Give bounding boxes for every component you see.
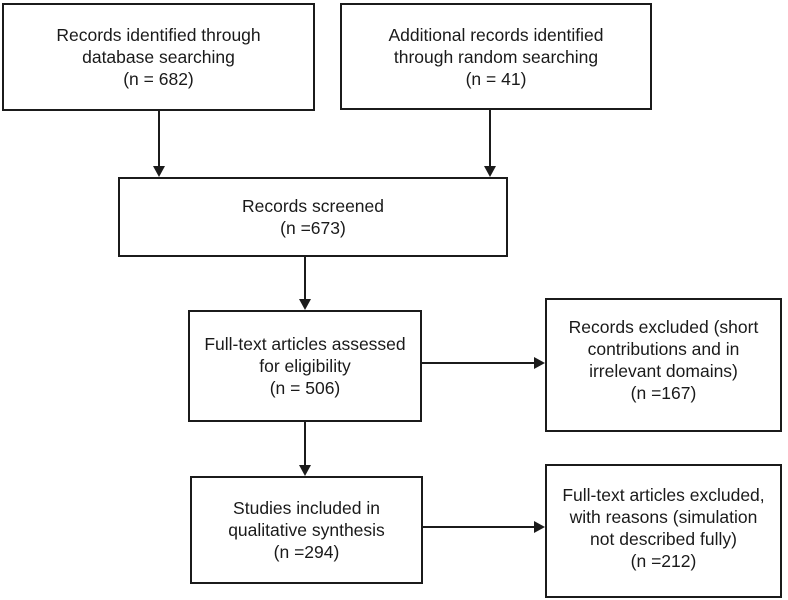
arrow-random-to-screened <box>484 110 496 177</box>
arrow-db-to-screened <box>153 111 165 177</box>
box-fulltext-assessed: Full-text articles assessed for eligibil… <box>188 310 422 422</box>
box-records-screened: Records screened (n =673) <box>118 177 508 257</box>
arrow-screened-to-fulltext <box>299 257 311 310</box>
arrow-fulltext-to-included <box>299 422 311 476</box>
box-records-identified-database: Records identified through database sear… <box>2 3 315 111</box>
box-studies-included: Studies included in qualitative synthesi… <box>190 476 423 584</box>
arrow-fulltext-to-records-excluded <box>422 357 545 369</box>
box-records-excluded: Records excluded (short contributions an… <box>545 298 782 432</box>
box-additional-records-random: Additional records identified through ra… <box>340 3 652 110</box>
arrow-included-to-fulltext-excluded <box>423 521 545 533</box>
box-fulltext-excluded: Full-text articles excluded, with reason… <box>545 464 782 598</box>
